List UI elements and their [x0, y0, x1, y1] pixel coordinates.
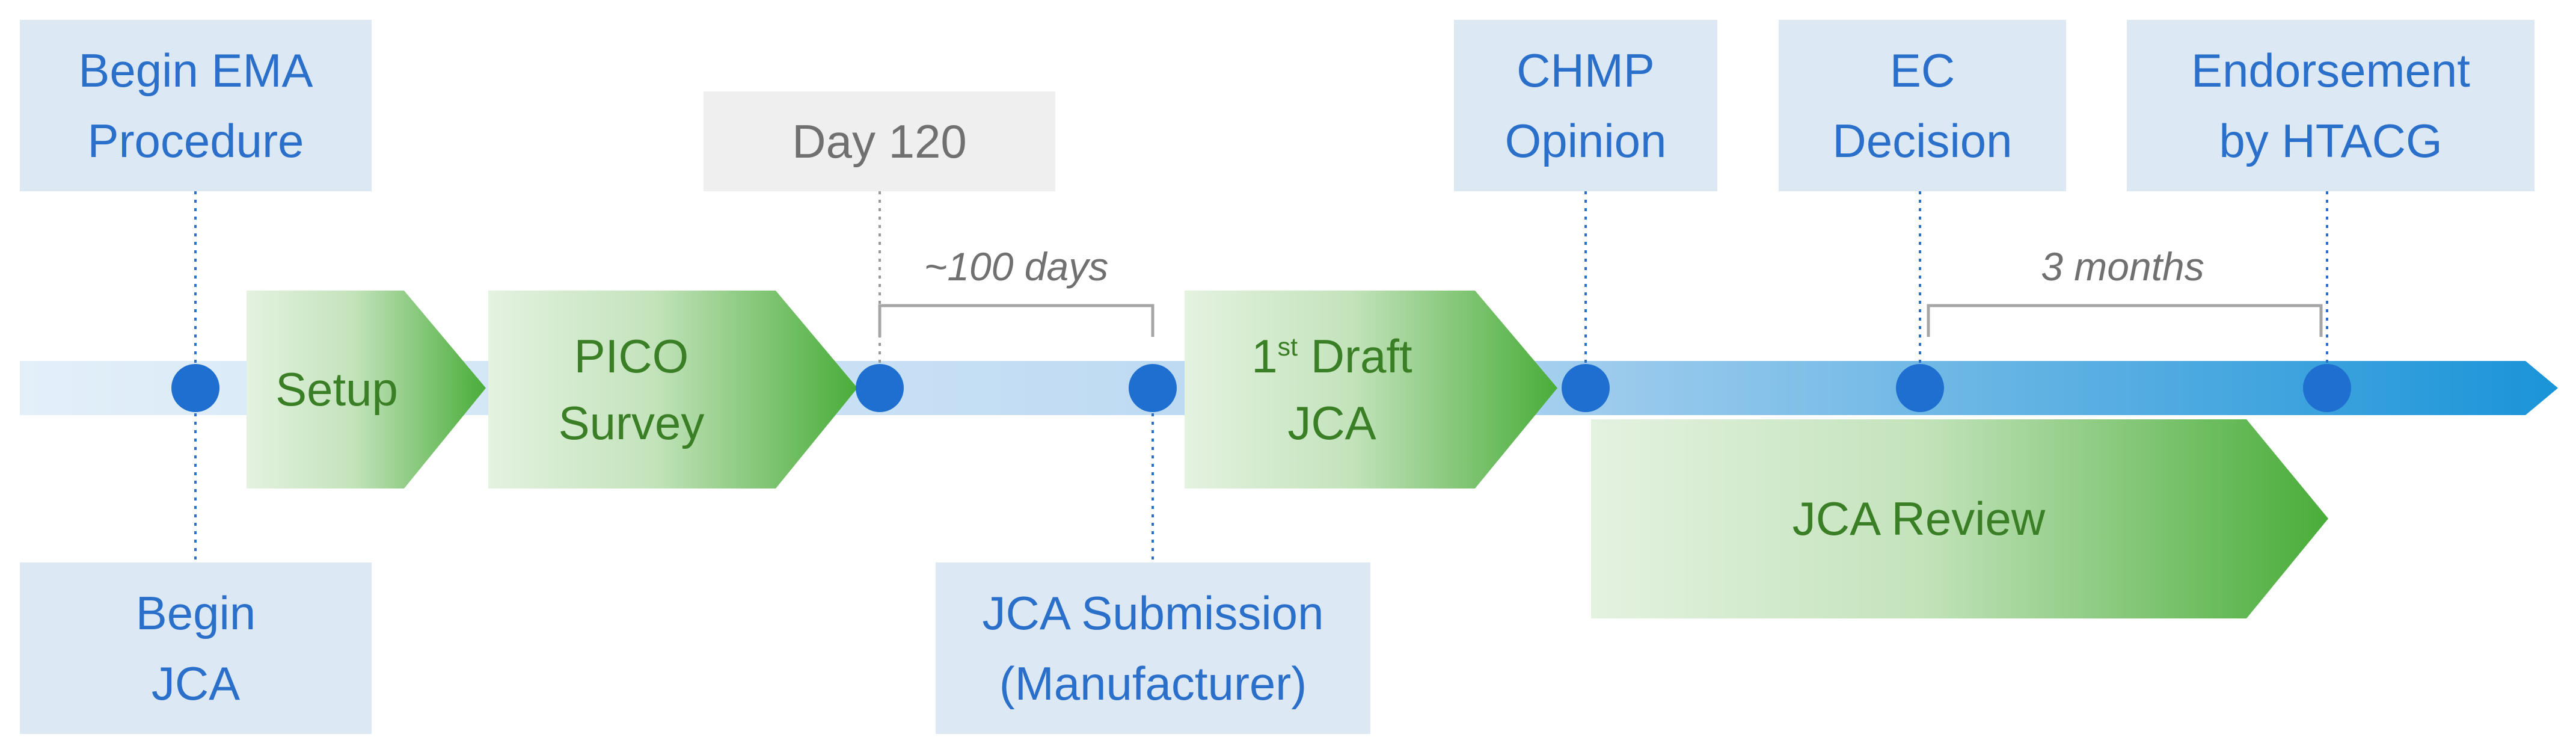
dot-begin: [171, 364, 219, 412]
first-draft-phase-shape: [1185, 291, 1557, 488]
begin-ema-line2: Procedure: [87, 114, 304, 167]
dot-jca-submission: [1129, 364, 1177, 412]
jca-submission-line1: JCA Submission: [982, 586, 1324, 639]
endorsement-htacg-box: Endorsement by HTACG: [2127, 20, 2535, 191]
endorsement-line2: by HTACG: [2219, 114, 2443, 167]
begin-jca-box: Begin JCA: [20, 562, 372, 734]
jca-review-phase-shape: [1591, 419, 2328, 618]
bracket-100-days: [878, 304, 1155, 337]
interval-100-days-label: ~100 days: [924, 244, 1109, 289]
chmp-opinion-box: CHMP Opinion: [1454, 20, 1717, 191]
bracket-3-months: [1927, 304, 2323, 337]
dot-endorsement: [2303, 364, 2351, 412]
chmp-line2: Opinion: [1504, 114, 1667, 167]
begin-jca-line1: Begin: [135, 586, 256, 639]
first-draft-line2: JCA: [1287, 396, 1376, 449]
dot-day-120: [856, 364, 904, 412]
interval-3-months-label: 3 months: [2041, 244, 2204, 289]
dot-chmp: [1562, 364, 1610, 412]
ec-line2: Decision: [1832, 114, 2013, 167]
setup-phase-shape: [247, 291, 486, 488]
jca-submission-line2: (Manufacturer): [999, 656, 1307, 710]
setup-label: Setup: [275, 363, 398, 416]
pico-line2: Survey: [558, 396, 705, 449]
day-120-label: Day 120: [792, 114, 967, 168]
begin-ema-procedure-box: Begin EMA Procedure: [20, 20, 372, 191]
jca-review-phase: JCA Review: [1591, 419, 2246, 618]
jca-review-label: JCA Review: [1792, 492, 2046, 546]
setup-phase: Setup: [247, 291, 427, 488]
pico-survey-phase-shape: [488, 291, 857, 488]
first-draft-line1: 1st Draft: [1251, 329, 1412, 383]
chmp-line1: CHMP: [1516, 43, 1655, 97]
begin-ema-line1: Begin EMA: [78, 43, 313, 97]
begin-jca-line2: JCA: [151, 656, 241, 710]
dot-ec: [1896, 364, 1944, 412]
jca-submission-box: JCA Submission (Manufacturer): [936, 562, 1370, 734]
day-120-box: Day 120: [704, 91, 1055, 191]
pico-line1: PICO: [574, 329, 689, 383]
first-draft-jca-phase: 1st Draft JCA: [1197, 291, 1467, 488]
endorsement-line1: Endorsement: [2191, 43, 2470, 97]
ec-line1: EC: [1889, 43, 1955, 97]
pico-survey-phase: PICO Survey: [505, 291, 758, 488]
ec-decision-box: EC Decision: [1779, 20, 2066, 191]
